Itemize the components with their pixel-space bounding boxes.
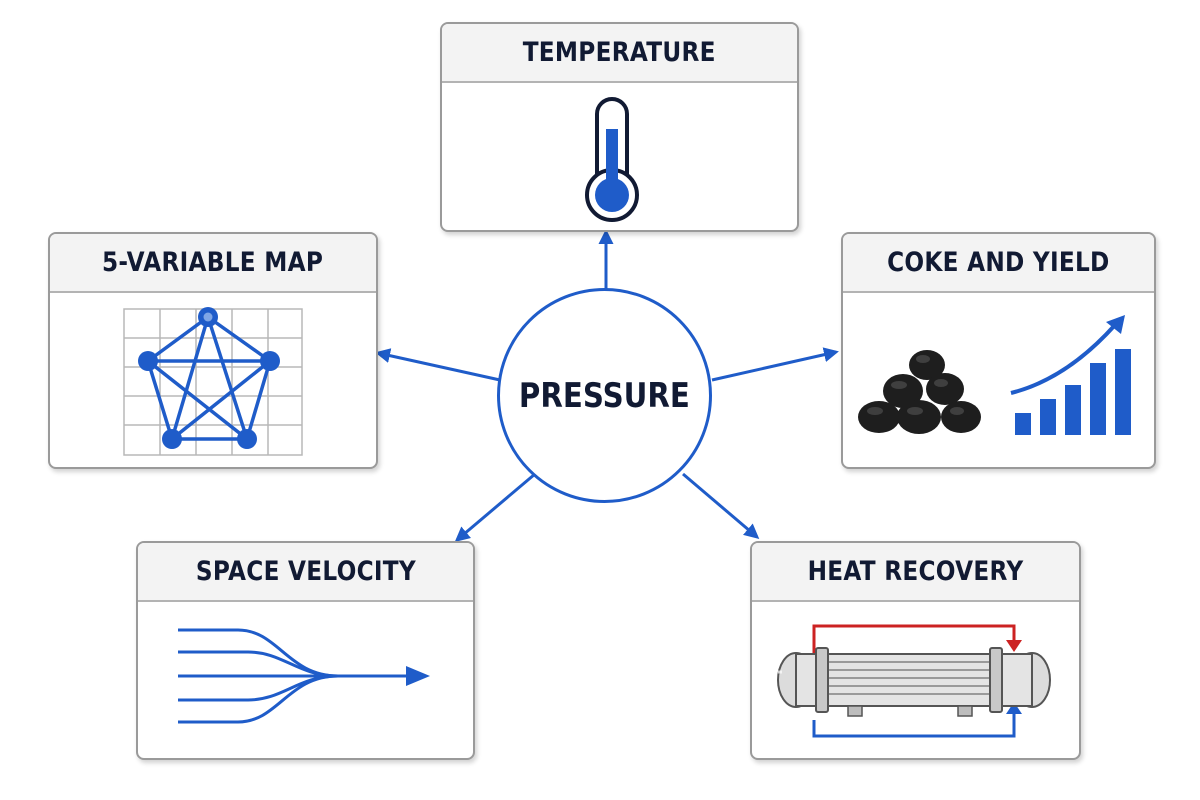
arrow-to-heat-recovery	[682, 472, 760, 539]
space-velocity-card-title: SPACE VELOCITY	[195, 556, 416, 587]
temperature-card-body	[442, 83, 797, 230]
thermometer-icon	[585, 97, 639, 222]
variable-map-card-title: 5-VARIABLE MAP	[102, 247, 324, 278]
space-velocity-card-body	[138, 602, 473, 758]
coke-yield-card: COKE AND YIELD	[841, 232, 1156, 469]
network-graph-icon	[123, 307, 303, 456]
coke-yield-card-body	[843, 293, 1154, 467]
converging-flow-lines-icon	[178, 628, 430, 724]
yield-bar-chart-icon	[1015, 349, 1131, 435]
coke-yield-card-title: COKE AND YIELD	[887, 247, 1110, 278]
pressure-hub-label: PRESSURE	[519, 375, 690, 416]
heat-recovery-card-body	[752, 602, 1079, 758]
space-velocity-card-header: SPACE VELOCITY	[138, 543, 473, 602]
pressure-hub: PRESSURE	[497, 288, 712, 503]
arrow-to-coke-yield	[711, 347, 839, 382]
coke-pile-and-bar-chart-icon	[858, 315, 1131, 435]
coke-pile-icon	[858, 350, 981, 434]
heat-exchanger-icon	[777, 624, 1051, 738]
heat-recovery-card: HEAT RECOVERY	[750, 541, 1081, 760]
temperature-card: TEMPERATURE	[440, 22, 799, 232]
heat-recovery-card-header: HEAT RECOVERY	[752, 543, 1079, 602]
variable-map-card: 5-VARIABLE MAP	[48, 232, 378, 469]
arrow-to-variable-map	[375, 348, 501, 382]
arrow-to-space-velocity	[454, 472, 536, 542]
coke-yield-card-header: COKE AND YIELD	[843, 234, 1154, 293]
heat-recovery-card-title: HEAT RECOVERY	[807, 556, 1024, 587]
temperature-card-header: TEMPERATURE	[442, 24, 797, 83]
space-velocity-card: SPACE VELOCITY	[136, 541, 475, 760]
variable-map-card-header: 5-VARIABLE MAP	[50, 234, 376, 293]
temperature-card-title: TEMPERATURE	[522, 37, 717, 68]
variable-map-card-body	[50, 293, 376, 467]
